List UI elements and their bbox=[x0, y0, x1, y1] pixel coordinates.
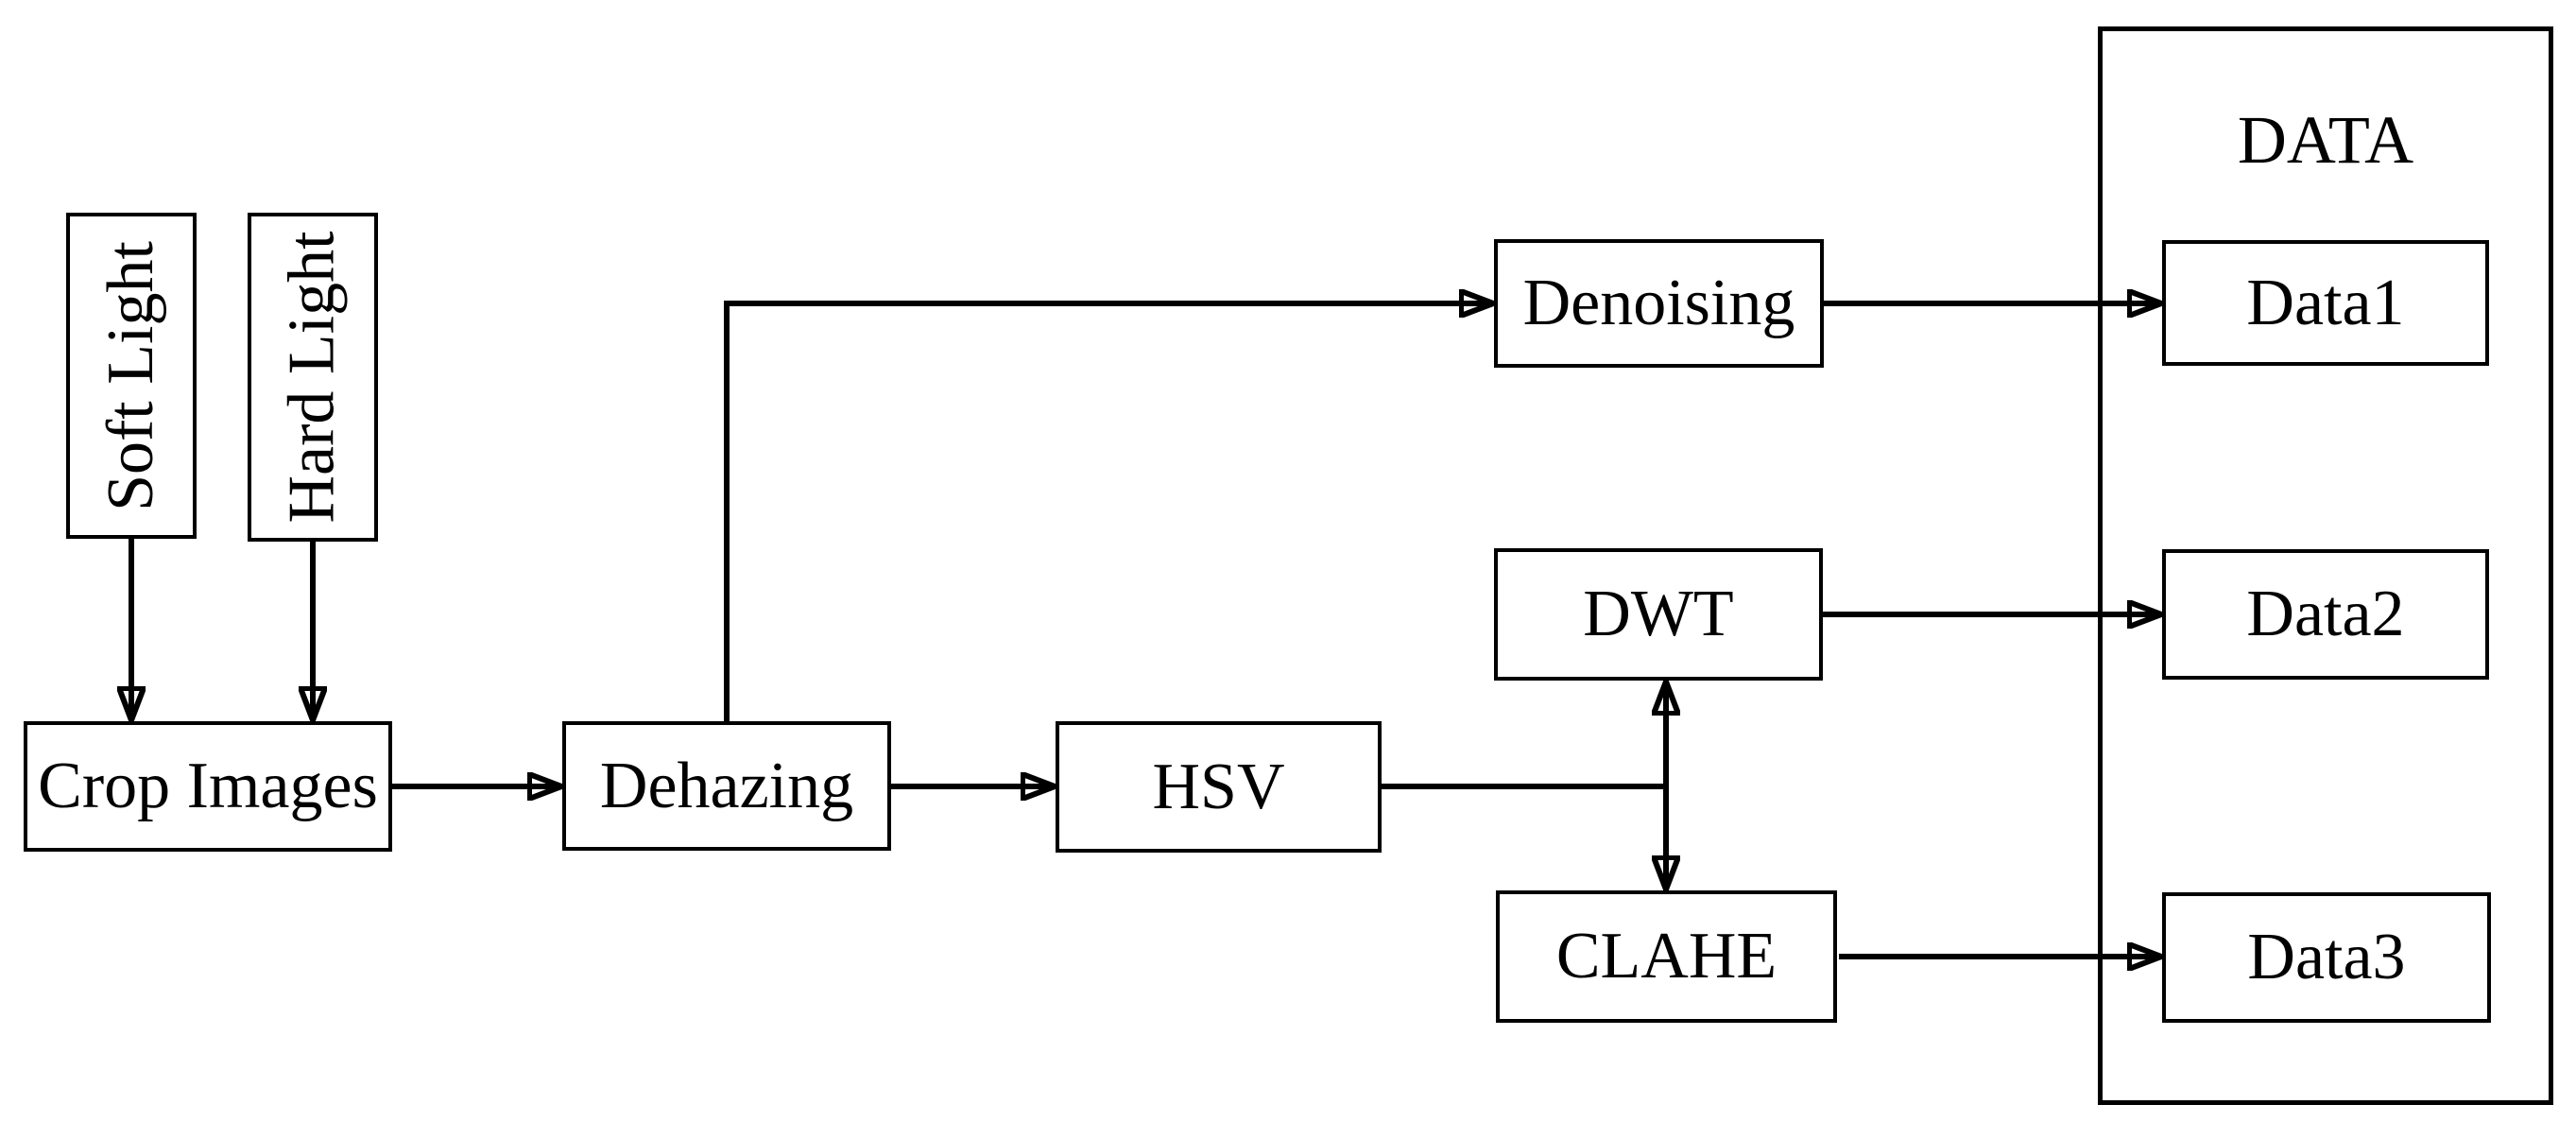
node-soft-light: Soft Light bbox=[66, 213, 197, 539]
node-dehazing: Dehazing bbox=[562, 721, 891, 851]
node-dehazing-label: Dehazing bbox=[599, 749, 854, 822]
node-dwt: DWT bbox=[1494, 548, 1823, 681]
node-denoising: Denoising bbox=[1494, 239, 1824, 368]
node-data1: Data1 bbox=[2162, 240, 2489, 366]
node-crop-images-label: Crop Images bbox=[38, 750, 378, 822]
node-data1-label: Data1 bbox=[2246, 266, 2405, 339]
node-dwt-label: DWT bbox=[1583, 578, 1734, 650]
node-data3: Data3 bbox=[2162, 892, 2491, 1023]
node-clahe: CLAHE bbox=[1496, 890, 1837, 1023]
node-hard-light-label: Hard Light bbox=[276, 231, 349, 524]
edge-dehazing-to-denoising bbox=[724, 303, 1492, 721]
node-crop-images: Crop Images bbox=[24, 721, 392, 852]
node-data2: Data2 bbox=[2162, 549, 2489, 680]
node-soft-light-label: Soft Light bbox=[94, 240, 168, 511]
node-clahe-label: CLAHE bbox=[1555, 920, 1777, 993]
node-hard-light: Hard Light bbox=[248, 213, 378, 542]
node-denoising-label: Denoising bbox=[1522, 267, 1795, 339]
node-hsv-label: HSV bbox=[1152, 750, 1285, 823]
node-hsv: HSV bbox=[1056, 721, 1382, 853]
node-data2-label: Data2 bbox=[2246, 578, 2405, 650]
node-data3-label: Data3 bbox=[2247, 921, 2406, 993]
group-title-data: DATA bbox=[2237, 102, 2414, 178]
